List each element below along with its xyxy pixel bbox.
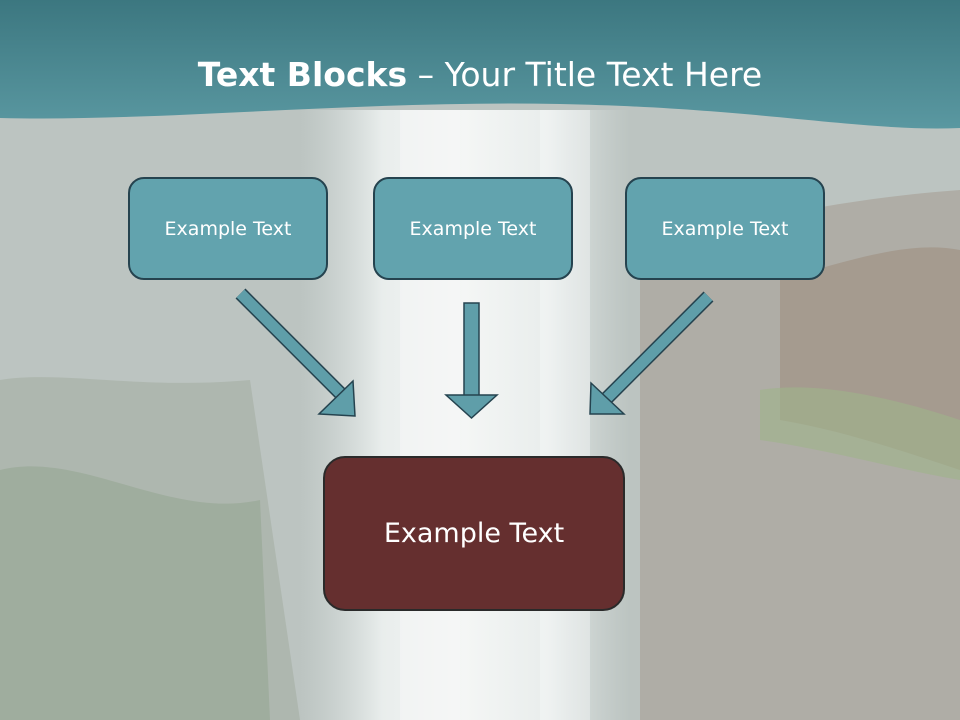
text-block-left-label: Example Text (164, 217, 292, 240)
title-rest-part: Your Title Text Here (444, 55, 763, 94)
arrow-down-icon (444, 302, 499, 420)
title-separator: – (407, 55, 445, 94)
result-text-block[interactable]: Example Text (323, 456, 625, 611)
text-block-left[interactable]: Example Text (128, 177, 328, 280)
result-text-block-label: Example Text (383, 518, 565, 549)
text-block-right-label: Example Text (661, 217, 789, 240)
text-block-center-label: Example Text (409, 217, 537, 240)
arrow-down-left-icon (589, 291, 714, 415)
text-block-center[interactable]: Example Text (373, 177, 573, 280)
text-block-right[interactable]: Example Text (625, 177, 825, 280)
arrow-down-right-icon (235, 288, 356, 417)
slide-title: Text Blocks – Your Title Text Here (0, 52, 960, 98)
title-bold-part: Text Blocks (197, 55, 408, 94)
